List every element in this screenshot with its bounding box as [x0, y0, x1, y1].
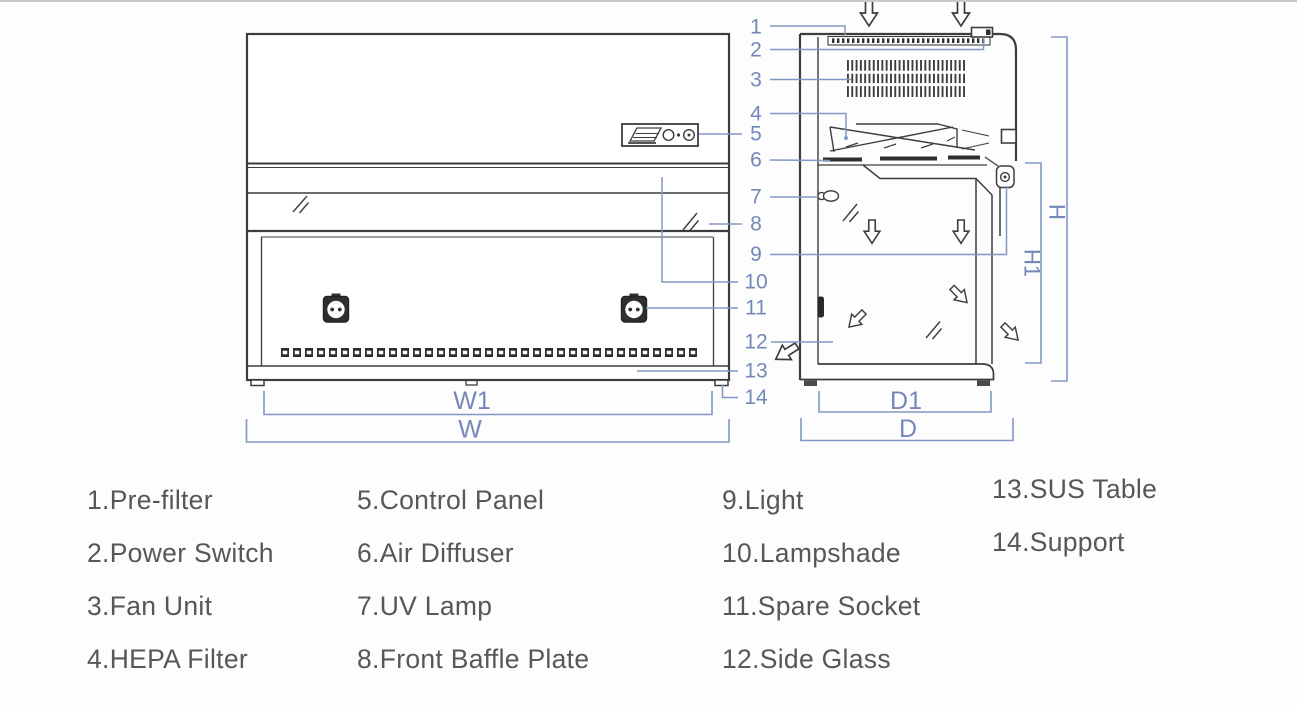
panel-dot-icon — [676, 133, 681, 137]
uv-lamp — [817, 190, 840, 202]
airflow-out-arrow — [770, 337, 803, 368]
leader-hepa-filter — [770, 112, 847, 136]
panel-knob-icon — [683, 128, 696, 141]
callout-number-side-glass: 12 — [744, 331, 767, 354]
d-bracket — [800, 418, 1014, 442]
front-foot-left — [250, 379, 265, 387]
callout-number-support: 14 — [744, 386, 768, 409]
fan-unit-hatch — [845, 60, 969, 97]
callout-number-hepa-filter: 4 — [750, 103, 762, 126]
front-cabinet-outline — [245, 32, 731, 382]
legend-item-1-pre-filter: 1.Pre-filter — [87, 485, 213, 515]
callout-number-uv-lamp: 7 — [750, 186, 762, 209]
h-bracket — [1051, 36, 1068, 382]
legend-item-9-light: 9.Light — [722, 485, 804, 515]
h1-bracket — [1025, 162, 1042, 364]
dim-label-w1: W1 — [453, 387, 491, 415]
hepa-filter-sketch — [829, 123, 990, 153]
dim-label-w: W — [458, 416, 482, 444]
legend-item-10-lampshade: 10.Lampshade — [722, 538, 901, 568]
legend-item-12-side-glass: 12.Side Glass — [722, 644, 891, 674]
legend-item-14-support: 14.Support — [992, 527, 1125, 557]
airflow-down-arrow — [859, 0, 879, 27]
legend-item-7-uv-lamp: 7.UV Lamp — [357, 591, 493, 621]
display-icon — [628, 127, 663, 144]
airflow-diagonal-arrow — [843, 306, 870, 333]
scan-edge-line — [0, 0, 1297, 2]
legend-item-6-air-diffuser: 6.Air Diffuser — [357, 538, 514, 568]
callout-number-power-switch: 2 — [750, 39, 762, 62]
legend-item-11-spare-socket: 11.Spare Socket — [722, 591, 921, 621]
control-panel — [621, 123, 699, 147]
dimension-labels: W1W D1D H H1 — [453, 204, 1069, 443]
dim-label-d: D — [899, 415, 917, 443]
leader-support — [721, 385, 738, 399]
leader-lampshade — [661, 177, 738, 283]
glass-mark-icon — [842, 203, 943, 340]
callout-number-pre-filter: 1 — [750, 16, 762, 39]
airflow-diagonal-arrow — [946, 281, 973, 309]
side-foot-left — [804, 380, 817, 386]
airflow-down-arrow — [863, 219, 881, 245]
panel-button-icon — [662, 128, 675, 141]
airflow-down-arrow — [952, 219, 970, 245]
callout-number-air-diffuser: 6 — [750, 149, 762, 172]
callout-number-fan-unit: 3 — [750, 69, 762, 92]
side-foot-right — [977, 380, 990, 386]
dimension-brackets — [245, 36, 1068, 443]
hinge-block — [1000, 128, 1017, 144]
w1-bracket — [263, 391, 713, 416]
side-chamber-frame — [862, 164, 993, 364]
work-table — [800, 363, 995, 381]
legend-item-5-control-panel: 5.Control Panel — [357, 485, 545, 515]
glass-mark-icon — [292, 195, 700, 232]
airflow-out-arrow — [997, 319, 1024, 346]
dim-label-h1: H1 — [1020, 249, 1045, 277]
legend-item-8-front-baffle-plate: 8.Front Baffle Plate — [357, 644, 590, 674]
legend-item-4-hepa-filter: 4.HEPA Filter — [87, 644, 248, 674]
spare-socket-right — [620, 293, 648, 323]
light-fixture — [995, 165, 1015, 236]
callout-number-spare-socket: 11 — [745, 297, 767, 320]
airflow-arrows — [770, 0, 1024, 368]
dim-label-d1: D1 — [890, 387, 922, 415]
side-view — [798, 26, 1018, 386]
leader-power-switch — [770, 37, 985, 51]
callout-number-lampshade: 10 — [744, 271, 767, 294]
dim-label-h: H — [1045, 204, 1070, 220]
side-cabinet-outline — [800, 32, 1018, 161]
front-view — [245, 32, 731, 387]
airflow-down-arrow — [951, 0, 971, 27]
leader-dot-hepa-filter — [844, 136, 848, 140]
side-handle — [817, 296, 824, 318]
w-bracket — [245, 419, 730, 443]
front-foot-center — [465, 379, 478, 386]
callout-number-sus-table: 13 — [744, 360, 767, 383]
leader-pre-filter — [770, 25, 846, 36]
spare-socket-left — [322, 293, 350, 323]
legend-item-2-power-switch: 2.Power Switch — [87, 538, 274, 568]
power-switch — [970, 26, 994, 38]
legend-item-3-fan-unit: 3.Fan Unit — [87, 591, 213, 621]
callout-number-control-panel: 5 — [750, 123, 762, 146]
leader-air-diffuser — [769, 159, 831, 162]
front-foot-right — [714, 379, 729, 387]
pre-filter-strip — [827, 35, 991, 46]
air-diffuser-strip — [818, 155, 999, 167]
d1-bracket — [818, 391, 992, 413]
legend-item-13-sus-table: 13.SUS Table — [992, 474, 1158, 504]
callout-number-light: 9 — [750, 243, 762, 266]
callout-number-front-baffle-plate: 8 — [750, 213, 762, 236]
leader-light — [770, 186, 1008, 256]
